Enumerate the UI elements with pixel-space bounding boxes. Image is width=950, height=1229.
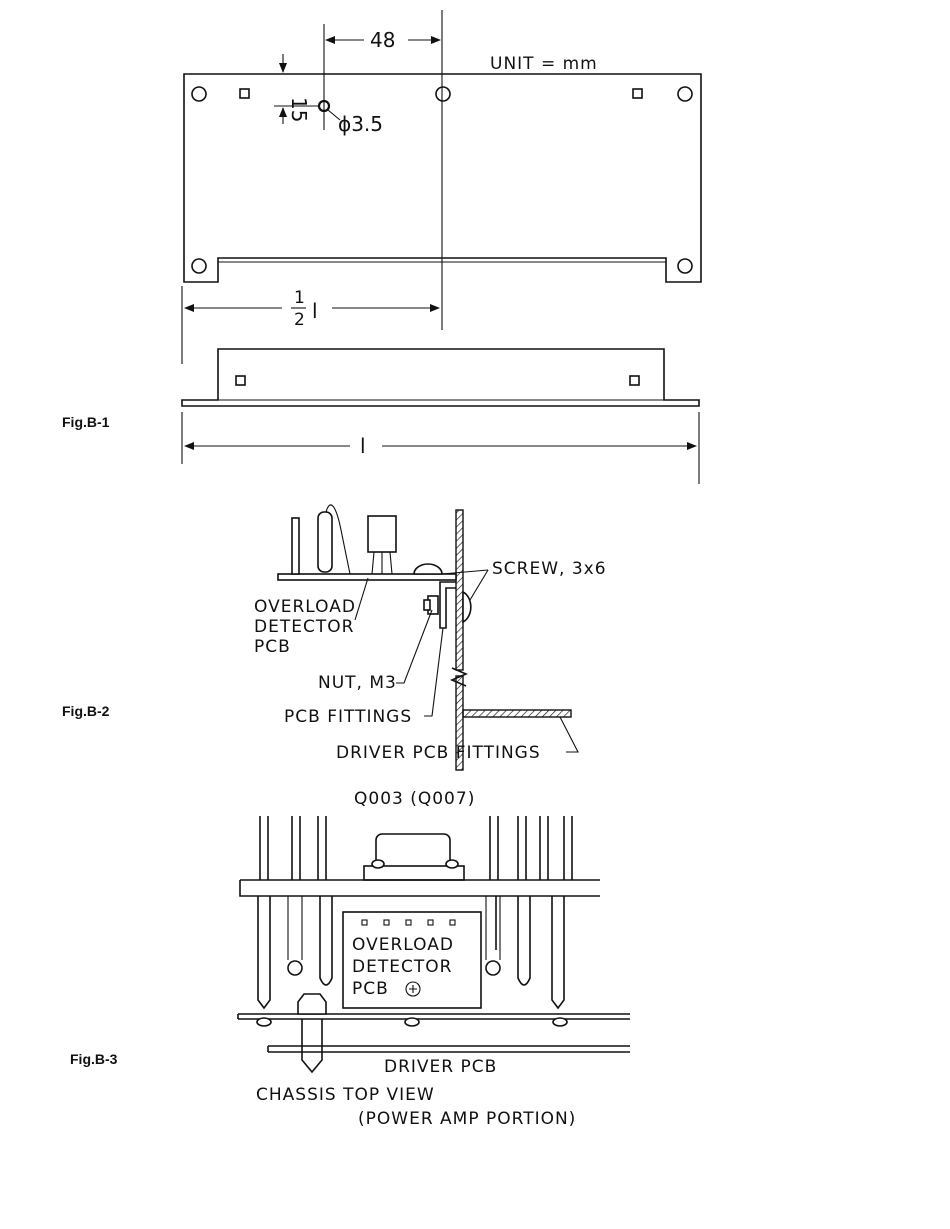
- detector-front-label-3: PCB: [352, 979, 389, 999]
- transistor-screw-left: [372, 860, 384, 868]
- fig-b1-caption: Fig.B-1: [62, 414, 110, 430]
- driver-pcb-fitting: [463, 710, 571, 717]
- side-slot-left: [236, 376, 245, 385]
- fig-b3-caption: Fig.B-3: [70, 1051, 118, 1067]
- resistor-component: [318, 512, 332, 572]
- screw-head-top: [414, 564, 442, 574]
- fig-b3: Q003 (Q007): [70, 789, 630, 1129]
- screw-shaft-left: [288, 896, 302, 960]
- screw-head-side: [463, 592, 471, 622]
- fig-b1: 48 15 ϕ3.5 UNIT = mm 1 2 l l Fig.B-1: [62, 10, 701, 484]
- half-denominator: 2: [294, 310, 306, 330]
- detector-front-label-2: DETECTOR: [352, 957, 452, 977]
- length-l-label: l: [360, 434, 366, 458]
- transistor-leg-1: [372, 552, 374, 574]
- fig-b2: SCREW, 3x6 OVERLOAD DETECTOR PCB NUT, M3…: [62, 505, 607, 770]
- pcb-component-post: [292, 518, 299, 574]
- heatsink-base: [240, 880, 600, 896]
- screw-label: SCREW, 3x6: [492, 559, 607, 579]
- detector-leader: [355, 578, 368, 620]
- side-slot-right: [630, 376, 639, 385]
- heatsink-screw-left: [288, 961, 302, 975]
- chassis-view-subtitle: (POWER AMP PORTION): [358, 1109, 576, 1129]
- detector-pcb-board: [278, 574, 456, 580]
- detector-label-3: PCB: [254, 637, 291, 657]
- detector-label-2: DETECTOR: [254, 617, 354, 637]
- pcb-fittings-label: PCB FITTINGS: [284, 707, 412, 727]
- square-slot-right: [633, 89, 642, 98]
- power-transistor-case: [376, 834, 450, 868]
- hole-dia-label: ϕ3.5: [338, 112, 383, 136]
- mount-hole-bottom-left: [192, 259, 206, 273]
- unit-label: UNIT = mm: [490, 54, 598, 74]
- pcb-fitting-bracket: [440, 582, 456, 628]
- chassis-view-title: CHASSIS TOP VIEW: [256, 1085, 435, 1105]
- fig-b2-caption: Fig.B-2: [62, 703, 110, 719]
- driver-fittings-label: DRIVER PCB FITTINGS: [336, 743, 541, 763]
- mount-hole-top-center: [436, 87, 450, 101]
- driver-pcb-label: DRIVER PCB: [384, 1057, 497, 1077]
- mount-hole-top-left: [192, 87, 206, 101]
- pcb-fitting-leader: [424, 628, 443, 716]
- square-slot-left: [240, 89, 249, 98]
- nut-label: NUT, M3: [318, 673, 397, 693]
- screw-leader-top: [442, 570, 488, 574]
- chassis-screw-2: [405, 1018, 419, 1026]
- transistor-screw-right: [446, 860, 458, 868]
- dim-48-label: 48: [370, 28, 395, 52]
- detector-label-1: OVERLOAD: [254, 597, 356, 617]
- nut-leader: [396, 610, 432, 683]
- screw-leader-side: [470, 570, 488, 600]
- heatsink-screw-right: [486, 961, 500, 975]
- driver-fitting-leader: [560, 717, 578, 752]
- half-l-label: l: [312, 299, 318, 323]
- chassis-plate: [238, 1014, 630, 1019]
- mount-hole-bottom-right: [678, 259, 692, 273]
- plate-side-view: [182, 349, 699, 406]
- half-numerator: 1: [294, 288, 306, 308]
- dim-15-label: 15: [287, 97, 311, 122]
- hex-standoff: [298, 994, 326, 1014]
- chassis-screw-1: [257, 1018, 271, 1026]
- mount-hole-top-right: [678, 87, 692, 101]
- screw-shaft-right: [486, 896, 500, 960]
- transistor-label: Q003 (Q007): [354, 789, 475, 809]
- transistor-leg-3: [390, 552, 392, 574]
- transistor-body: [368, 516, 396, 552]
- chassis-screw-3: [553, 1018, 567, 1026]
- detector-front-label-1: OVERLOAD: [352, 935, 454, 955]
- chassis-wall-upper: [456, 510, 463, 670]
- nut-washer: [424, 600, 430, 610]
